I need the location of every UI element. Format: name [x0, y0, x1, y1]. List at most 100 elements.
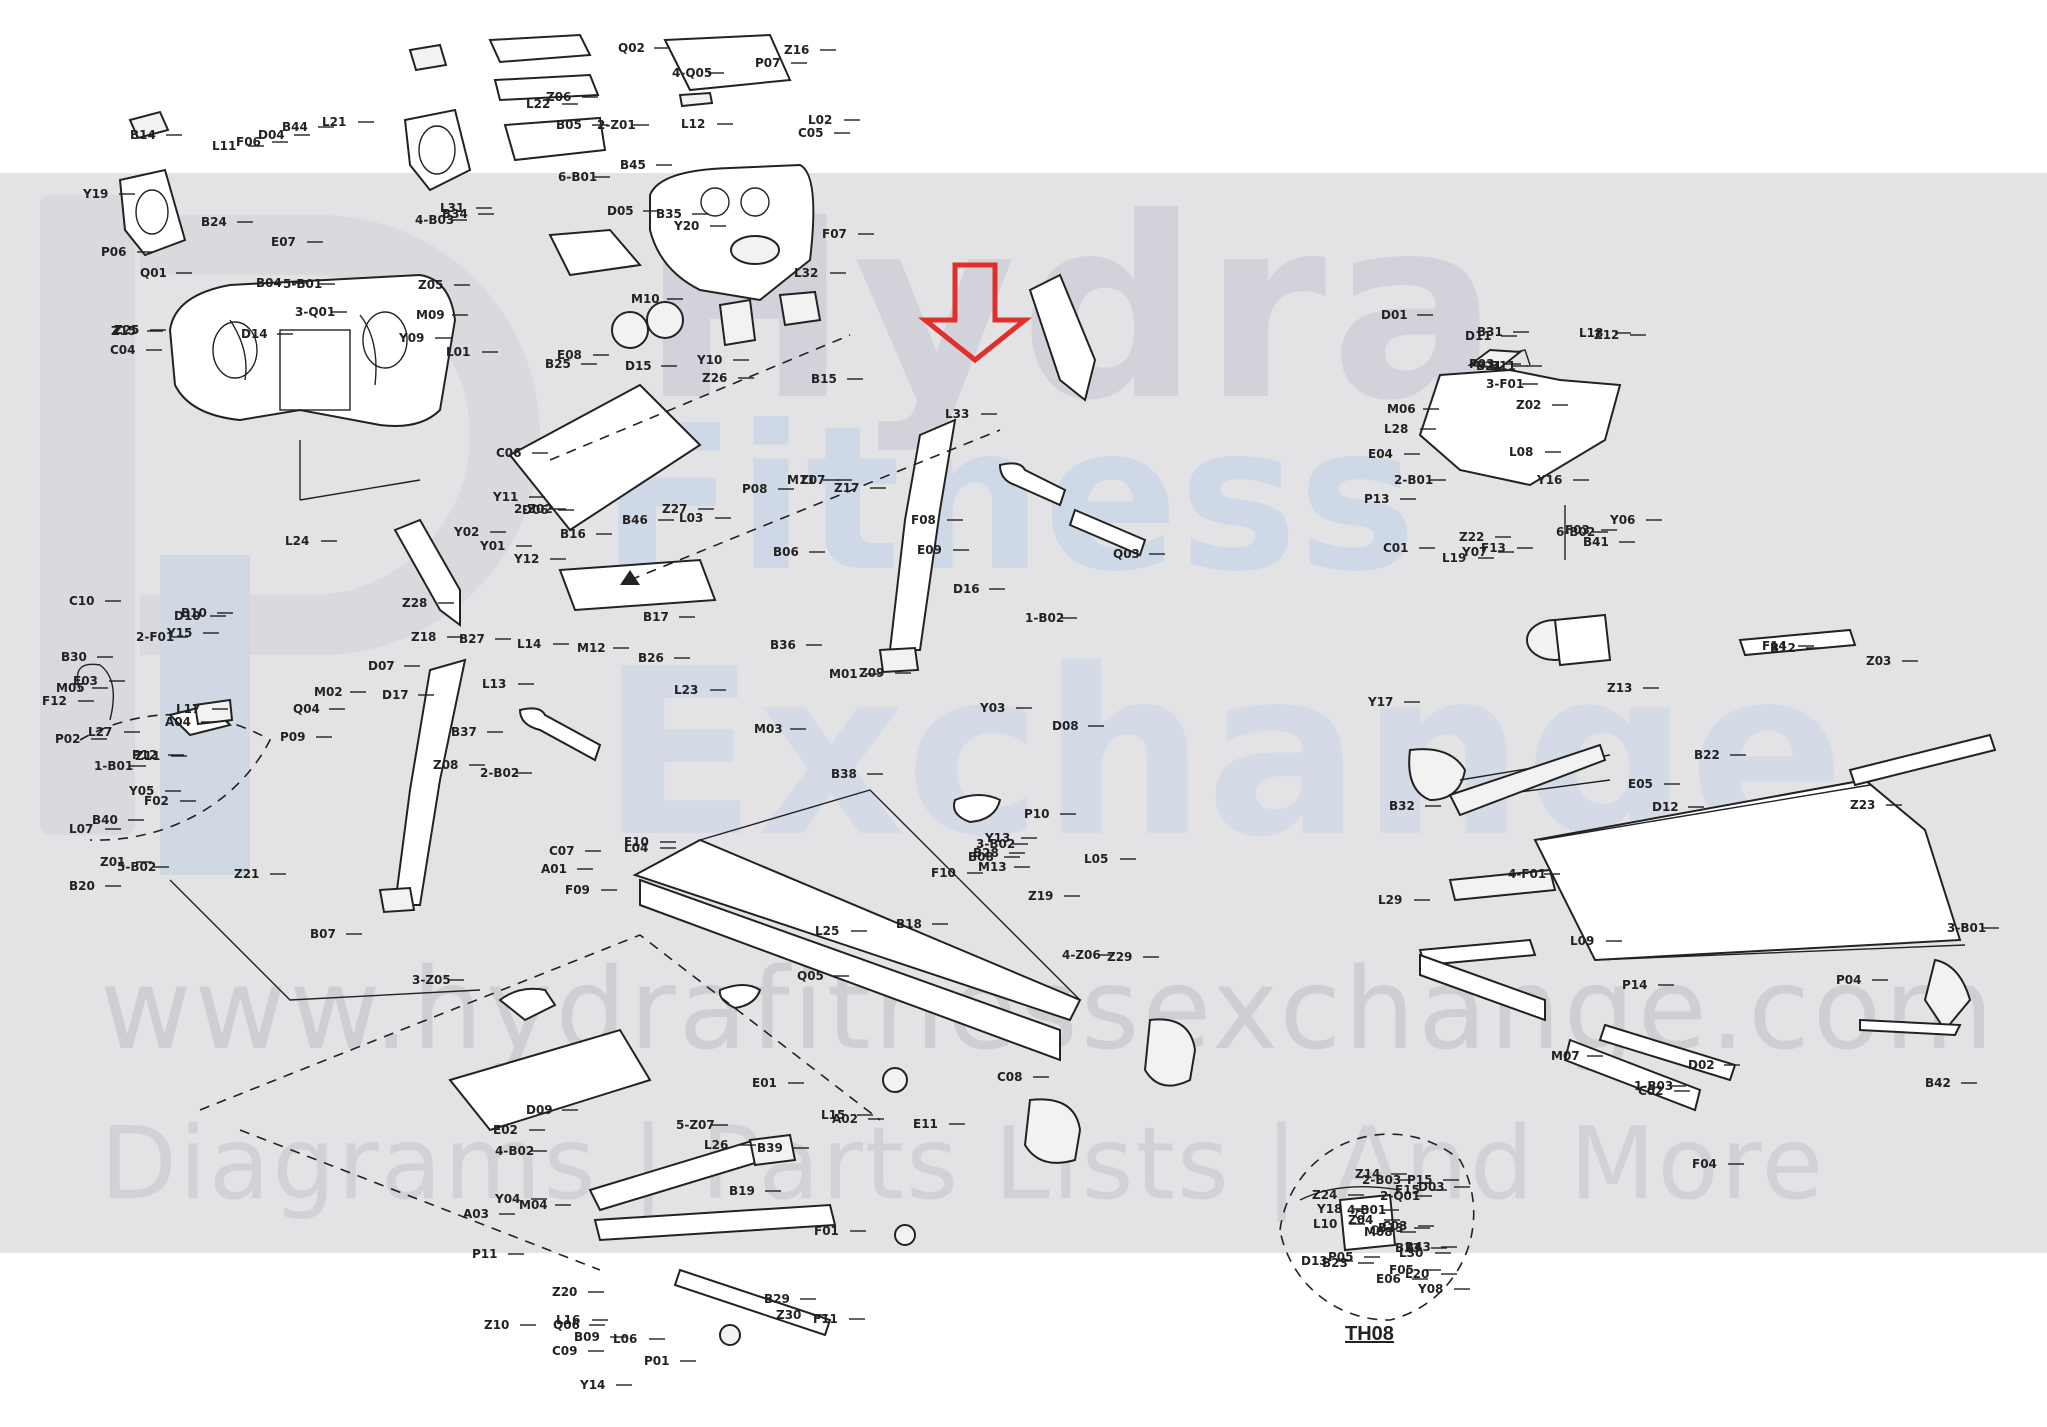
lift-assembly [588, 1133, 837, 1346]
part-label: 5-Z07 [676, 1118, 715, 1132]
part-label: Q01 [140, 266, 167, 280]
part-label: B07 [310, 927, 336, 941]
part-label: B39 [757, 1141, 783, 1155]
part-label: L06 [613, 1332, 637, 1346]
part-label: E05 [1628, 777, 1653, 791]
part-label: Z25 [114, 323, 139, 337]
part-label: D15 [625, 359, 652, 373]
handrail-right [998, 462, 1147, 557]
part-label: Y16 [1536, 473, 1562, 487]
part-label: 4-F01 [1508, 867, 1546, 881]
warning-triangle-icon [620, 570, 640, 585]
part-label: Z28 [402, 596, 427, 610]
part-label: F01 [814, 1224, 839, 1238]
part-label: P14 [1622, 978, 1648, 992]
part-label: B38 [831, 767, 857, 781]
part-label: L11 [212, 139, 236, 153]
part-label: Z16 [784, 43, 809, 57]
part-label: B16 [560, 527, 586, 541]
part-label: L26 [704, 1138, 728, 1152]
part-label: D04 [258, 128, 285, 142]
part-label: F12 [42, 694, 67, 708]
part-label: L15 [821, 1108, 845, 1122]
part-label: P08 [742, 482, 768, 496]
part-label: F02 [144, 794, 169, 808]
part-label: 1-B02 [1025, 611, 1064, 625]
part-label: Y02 [453, 525, 479, 539]
part-label: M13 [978, 860, 1007, 874]
part-label: M12 [577, 641, 606, 655]
part-label: M05 [56, 681, 85, 695]
part-label: B33 [1395, 1241, 1421, 1255]
part-label: A01 [541, 862, 567, 876]
part-label: F03 [1565, 523, 1590, 537]
part-label: L09 [1570, 934, 1594, 948]
part-label: L32 [794, 266, 818, 280]
part-label: Z13 [1607, 681, 1632, 695]
part-label: Q04 [293, 702, 320, 716]
part-label: P06 [101, 245, 127, 259]
part-label: M10 [631, 292, 660, 306]
part-label: 2-B02 [480, 766, 519, 780]
part-label: B36 [770, 638, 796, 652]
part-label: Z15 [111, 324, 136, 338]
part-label: B37 [451, 725, 477, 739]
part-label: Z18 [411, 630, 436, 644]
part-label: Y08 [1417, 1282, 1443, 1296]
part-label: D02 [1688, 1058, 1715, 1072]
part-label: Y11 [492, 490, 518, 504]
part-label: Y01 [479, 539, 505, 553]
part-label: C03 [1382, 1219, 1408, 1233]
part-label: M07 [1551, 1049, 1580, 1063]
part-label: M02 [314, 685, 343, 699]
part-label: P02 [55, 732, 81, 746]
part-label: D12 [1652, 800, 1679, 814]
part-label: Z17 [834, 481, 859, 495]
part-label: Q03 [1113, 547, 1140, 561]
part-label: Z30 [776, 1308, 801, 1322]
part-label: B25 [545, 357, 571, 371]
part-label: C09 [552, 1344, 578, 1358]
part-label: D07 [368, 659, 395, 673]
part-label: L25 [815, 924, 839, 938]
part-label: E04 [1368, 447, 1393, 461]
part-label: M08 [1364, 1225, 1393, 1239]
part-label: F07 [822, 227, 847, 241]
part-label: P04 [1836, 973, 1862, 987]
part-label: E10 [624, 835, 649, 849]
part-label: 6-B02 [1556, 525, 1595, 539]
part-label: Y17 [1367, 695, 1393, 709]
part-label: Z14 [1355, 1167, 1380, 1181]
part-label: B29 [764, 1292, 790, 1306]
part-label: Y12 [513, 552, 539, 566]
part-label: Y13 [984, 831, 1010, 845]
part-label: L02 [808, 113, 832, 127]
part-label: 6-B01 [558, 170, 597, 184]
upright-cover-left [393, 518, 461, 627]
part-label: B41 [1583, 535, 1609, 549]
part-label: B12 [1770, 641, 1796, 655]
part-label: Y20 [673, 219, 699, 233]
part-label: 5-B01 [283, 277, 322, 291]
part-label: P07 [755, 56, 781, 70]
part-label: L16 [556, 1313, 580, 1327]
assembly-guides [169, 334, 1566, 1271]
upright-right [878, 418, 957, 674]
part-label: M04 [519, 1198, 548, 1212]
part-label: F06 [236, 135, 261, 149]
part-label: D06 [522, 503, 549, 517]
motor-hood [1418, 348, 1622, 487]
highlight-arrow [917, 262, 1033, 364]
part-label: B06 [773, 545, 799, 559]
part-label: L07 [69, 822, 93, 836]
motor [1408, 613, 1612, 817]
part-label: 2-Q01 [1380, 1189, 1420, 1203]
running-deck [1418, 628, 1997, 1082]
part-label: B17 [643, 610, 669, 624]
part-label: E08 [557, 348, 582, 362]
part-label: B40 [92, 813, 118, 827]
part-label: 5-B02 [117, 860, 156, 874]
part-label: E06 [1376, 1272, 1401, 1286]
